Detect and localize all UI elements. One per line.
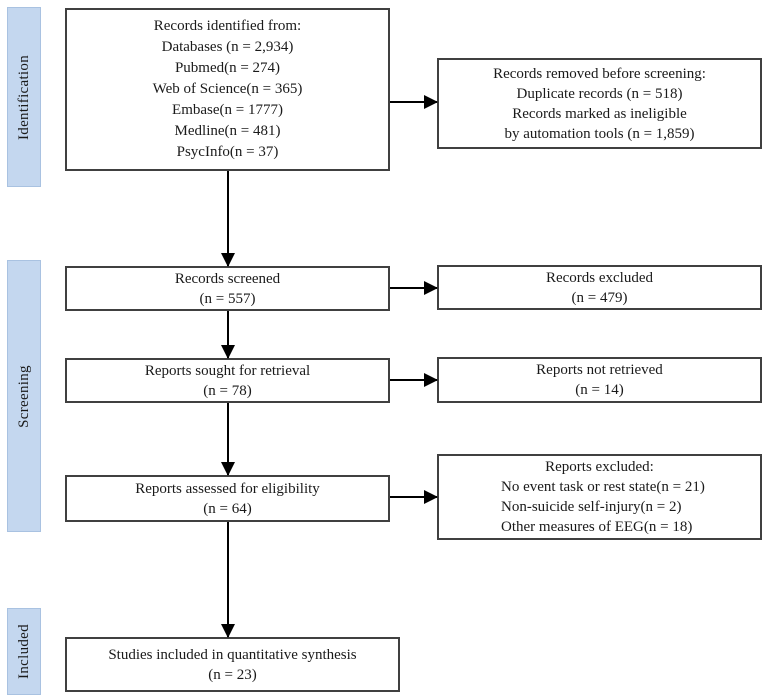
arrow-screened-to-excluded [390,281,438,295]
arrow-screened-to-sought [221,311,235,359]
box-studies-included: Studies included in quantitative synthes… [65,637,400,692]
box-reports-excluded-line: No event task or rest state(n = 21) [501,479,705,495]
arrowhead-down-icon [221,462,235,476]
box-reports-sought-line: Reports sought for retrieval [144,362,311,379]
box-reports-excluded-line: Non-suicide self-injury(n = 2) [501,499,682,515]
box-studies-included-line: (n = 23) [208,666,257,683]
box-records-screened-line: Records screened [174,270,281,287]
arrowhead-right-icon [424,373,438,387]
box-records-removed-line: Records marked as ineligible [512,105,687,122]
box-records-identified-line: Web of Science(n = 365) [152,81,303,97]
box-records-removed-line: Duplicate records (n = 518) [516,85,683,102]
arrowhead-right-icon [424,95,438,109]
arrow-sought-to-not-retrieved [390,373,438,387]
box-records-identified-line: Records identified from: [153,18,302,34]
box-records-identified-line: Pubmed(n = 274) [174,60,281,76]
stage-screening: Screening [7,260,41,532]
box-records-excluded-line: (n = 479) [571,289,628,306]
box-reports-sought-line: (n = 78) [203,382,252,399]
box-records-identified-line: PsycInfo(n = 37) [176,144,279,160]
stage-identification: Identification [7,7,41,187]
stage-identification-label: Identification [15,54,32,140]
box-records-excluded-line: Records excluded [545,269,654,286]
arrow-assessed-to-included [221,522,235,638]
box-records-excluded: Records excluded (n = 479) [437,265,762,310]
box-reports-sought: Reports sought for retrieval (n = 78) [65,358,390,403]
box-records-identified-line: Embase(n = 1777) [172,102,283,118]
box-records-identified: Records identified from: Databases (n = … [65,8,390,171]
arrowhead-down-icon [221,253,235,267]
box-records-removed-line: by automation tools (n = 1,859) [504,125,695,142]
arrow-assessed-to-reports-excluded [390,490,438,504]
box-records-removed-line: Records removed before screening: [493,65,706,82]
box-records-screened-line: (n = 557) [199,290,256,307]
box-reports-assessed: Reports assessed for eligibility (n = 64… [65,475,390,522]
box-reports-assessed-line: (n = 64) [203,500,252,517]
stage-included: Included [7,608,41,695]
arrow-identified-to-removed [390,95,438,109]
arrow-sought-to-assessed [221,403,235,476]
box-reports-not-retrieved-line: Reports not retrieved [536,362,663,378]
box-reports-not-retrieved-line: (n = 14) [575,382,624,398]
arrowhead-down-icon [221,624,235,638]
box-reports-not-retrieved: Reports not retrieved (n = 14) [437,357,762,403]
arrowhead-right-icon [424,281,438,295]
box-studies-included-line: Studies included in quantitative synthes… [108,646,357,663]
stage-included-label: Included [15,624,32,679]
arrowhead-down-icon [221,345,235,359]
box-records-identified-line: Databases (n = 2,934) [161,39,294,55]
stage-screening-label: Screening [15,364,32,428]
box-reports-excluded-line: Other measures of EEG(n = 18) [501,519,693,535]
box-reports-assessed-line: Reports assessed for eligibility [135,480,320,497]
arrow-identified-to-screened [221,171,235,267]
box-reports-excluded-title: Reports excluded: [545,459,654,475]
box-reports-excluded: Reports excluded: No event task or rest … [437,454,762,540]
arrowhead-right-icon [424,490,438,504]
box-records-identified-line: Medline(n = 481) [174,123,281,139]
box-records-screened: Records screened (n = 557) [65,266,390,311]
box-records-removed: Records removed before screening: Duplic… [437,58,762,149]
